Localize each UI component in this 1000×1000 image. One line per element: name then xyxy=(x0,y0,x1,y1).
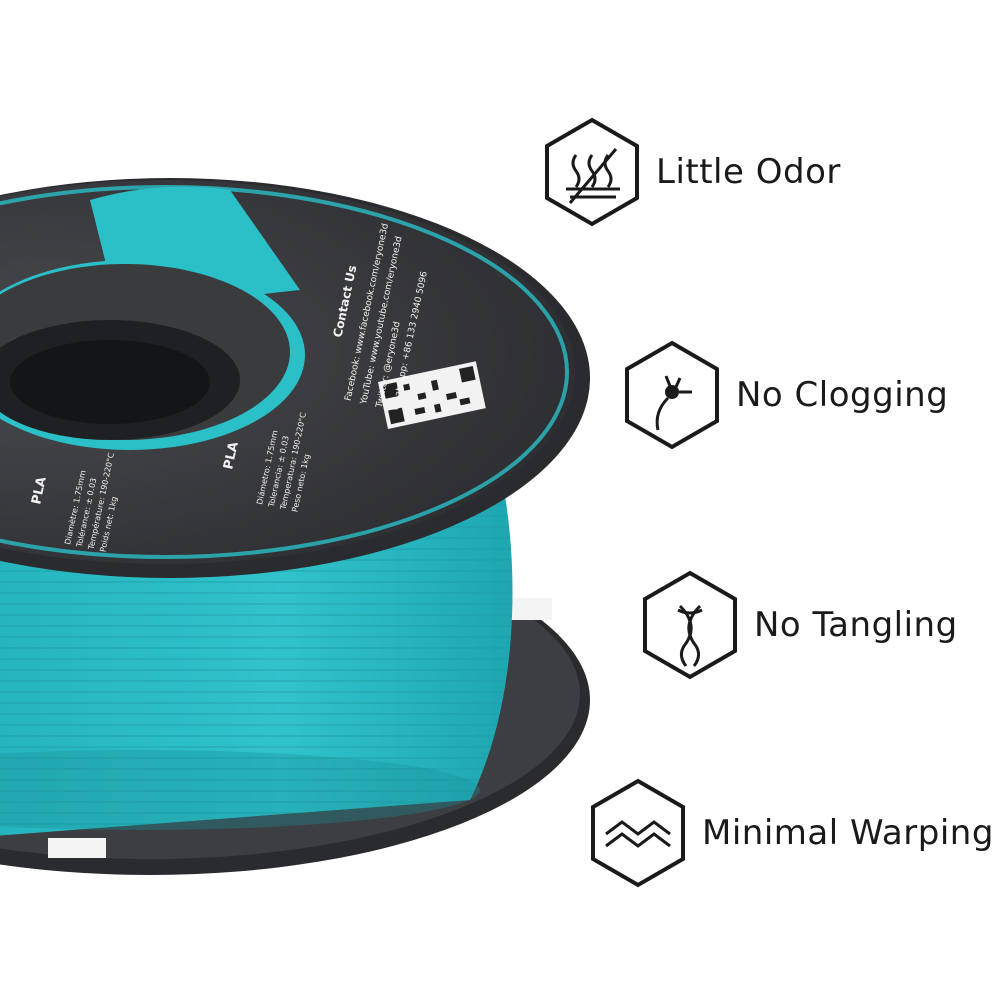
front-flange: Contact Us Facebook: www.facebook.com/er… xyxy=(0,178,590,578)
heat-waves-icon xyxy=(545,117,639,227)
feature-label: No Tangling xyxy=(754,605,958,645)
feature-label: Little Odor xyxy=(656,152,841,192)
feature-no-tangling: No Tangling xyxy=(640,570,958,680)
zigzag-warp-icon xyxy=(591,778,685,888)
spool-material: PLA xyxy=(221,440,241,470)
feature-label: Minimal Warping xyxy=(702,813,994,853)
spool-material: PLA xyxy=(29,475,49,505)
feature-little-odor: Little Odor xyxy=(542,117,841,227)
feature-no-clogging: No Clogging xyxy=(622,340,948,450)
qr-code xyxy=(378,361,486,429)
tangle-icon xyxy=(643,570,737,680)
feature-label: No Clogging xyxy=(736,375,949,415)
feature-minimal-warping: Minimal Warping xyxy=(588,778,994,888)
nozzle-blob-icon xyxy=(625,340,719,450)
